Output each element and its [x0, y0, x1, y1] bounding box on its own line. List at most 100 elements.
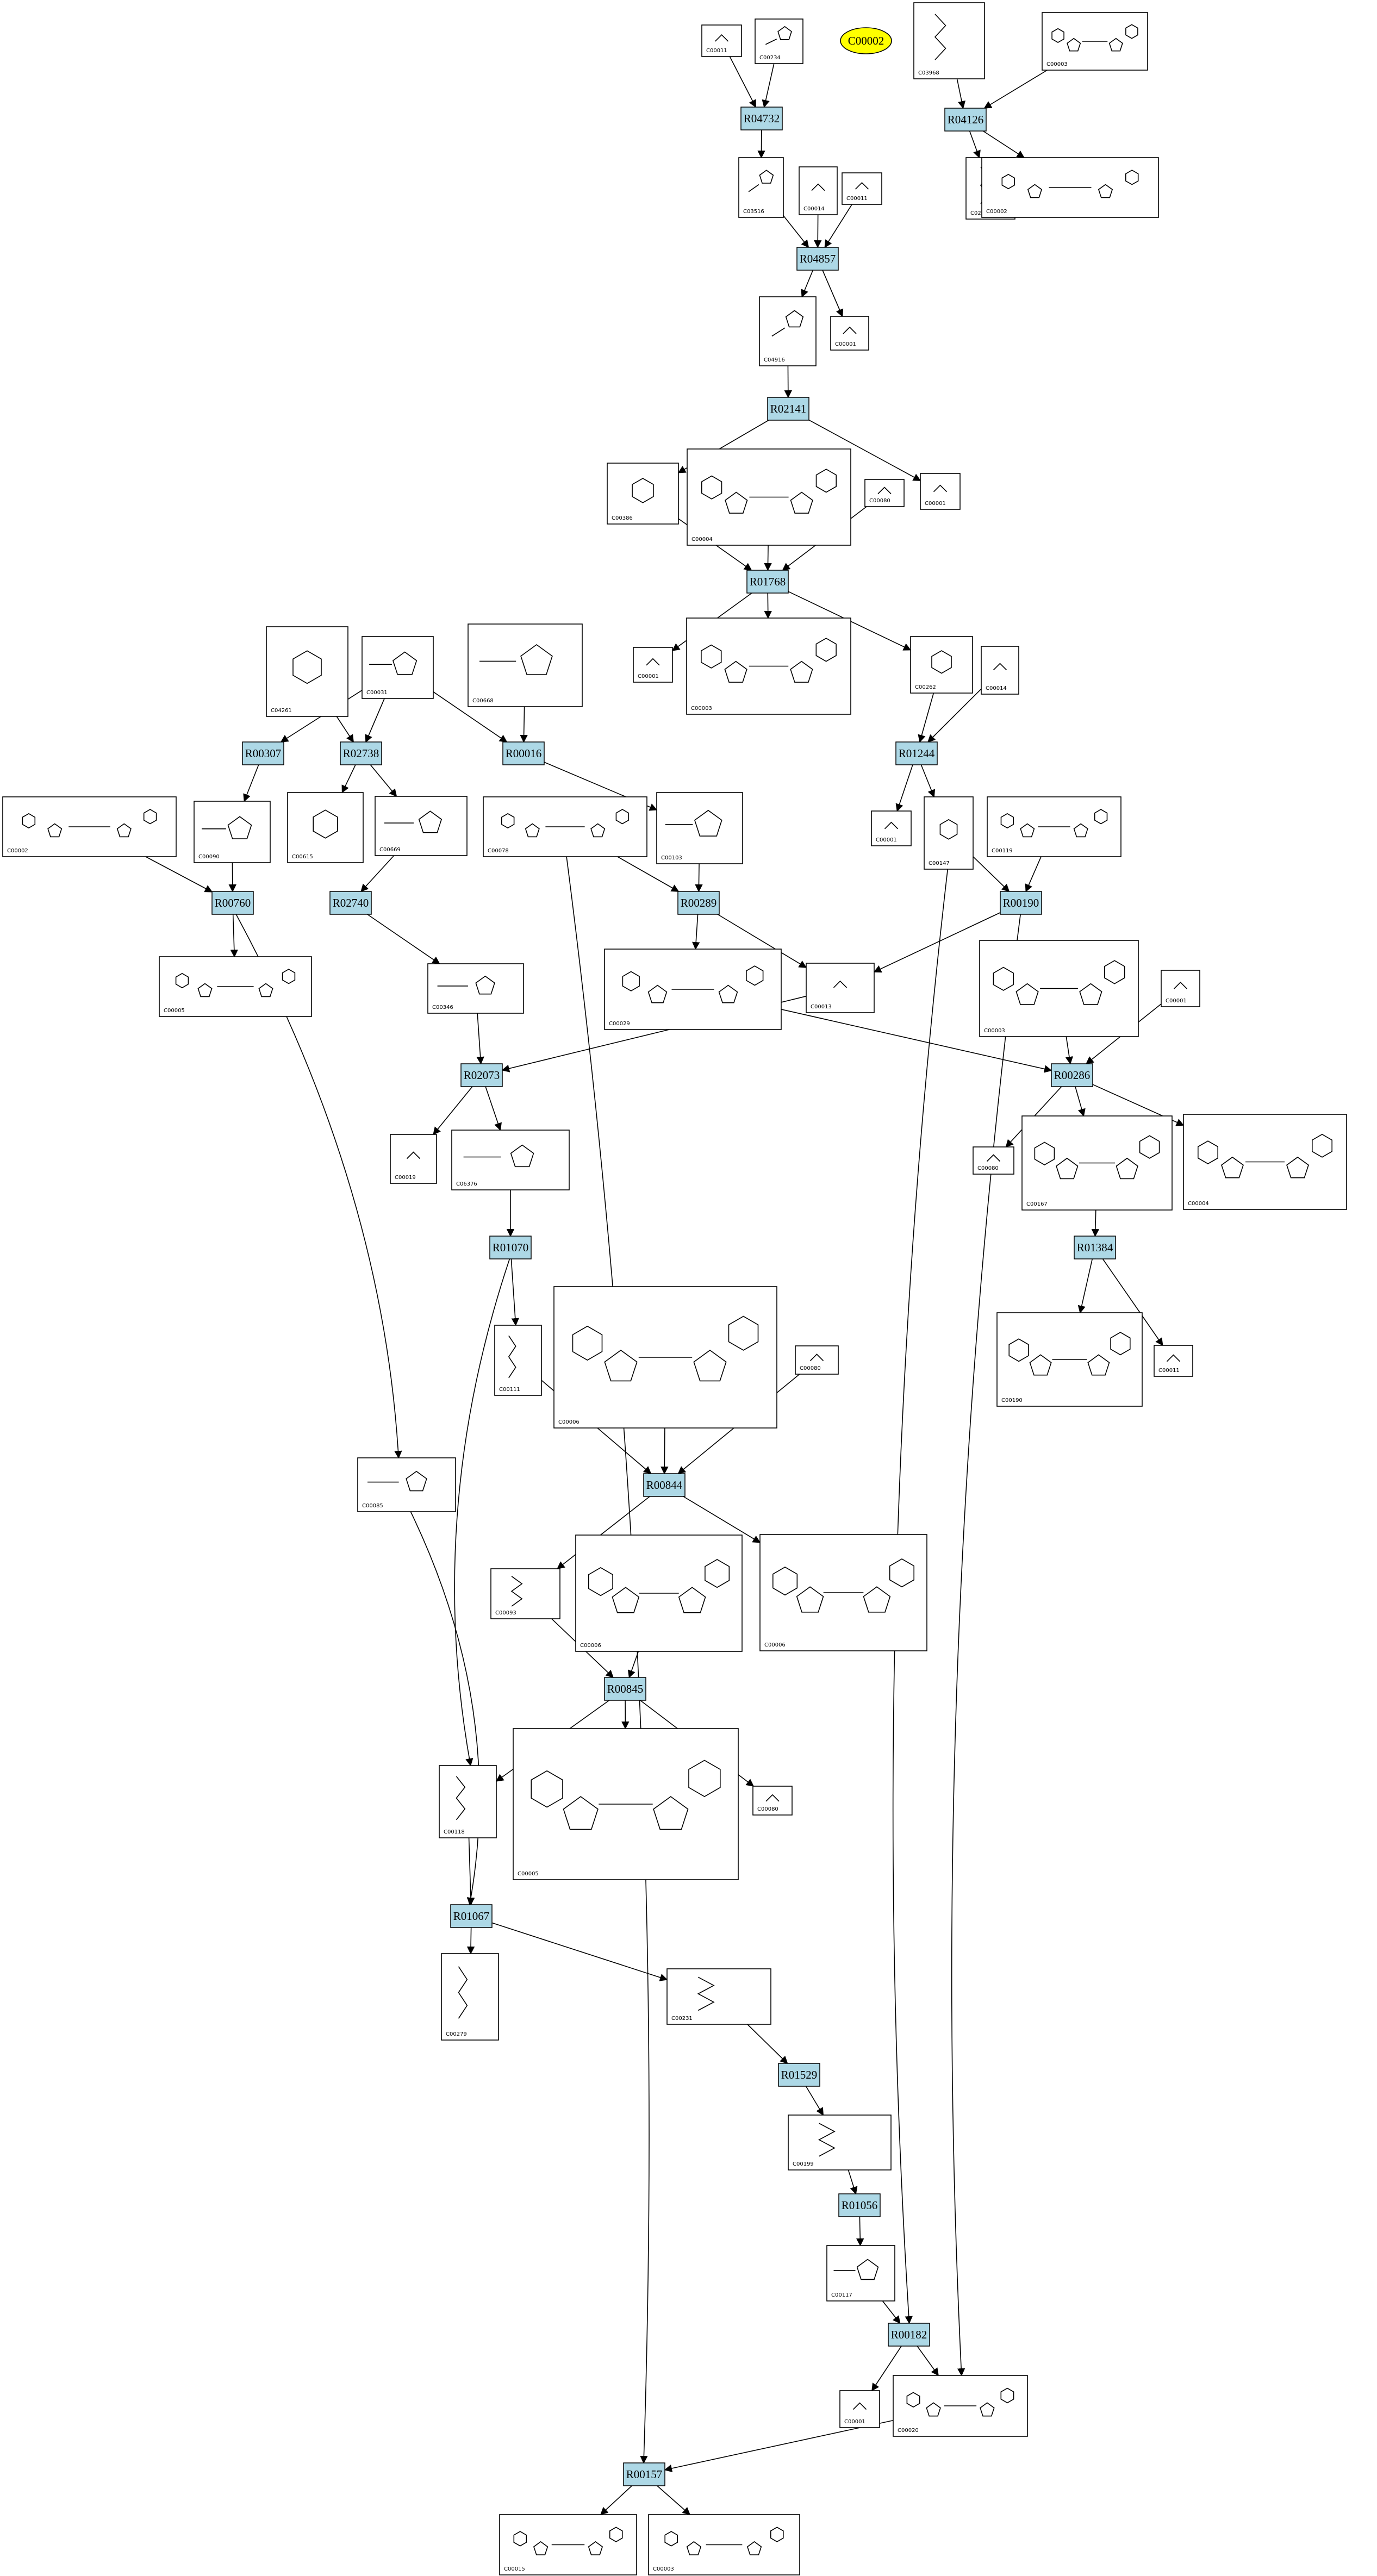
reaction-node[interactable]: R00016: [502, 741, 545, 765]
compound-node[interactable]: C00668: [468, 623, 583, 707]
compound-node[interactable]: C00231: [666, 1968, 771, 2025]
compound-node[interactable]: C00005: [159, 956, 312, 1017]
compound-node[interactable]: C00001: [1161, 970, 1200, 1007]
reaction-node[interactable]: R00190: [1000, 891, 1042, 915]
compound-node[interactable]: C00014: [799, 166, 838, 215]
compound-node[interactable]: C00006: [575, 1535, 743, 1652]
compound-node[interactable]: C00020: [893, 2375, 1028, 2437]
compound-node[interactable]: C00262: [910, 636, 973, 694]
reaction-node[interactable]: R02738: [340, 741, 382, 765]
compound-node[interactable]: C00078: [483, 796, 647, 857]
compound-node[interactable]: C00117: [826, 2245, 895, 2301]
compound-box: [468, 623, 583, 707]
reaction-node[interactable]: R01070: [489, 1236, 532, 1259]
compound-node[interactable]: C00085: [357, 1457, 456, 1512]
compound-node[interactable]: C00118: [439, 1765, 497, 1838]
structure-drawing: [1034, 1135, 1160, 1180]
structure-drawing: [843, 326, 857, 334]
structure-drawing: [22, 809, 157, 838]
compound-node[interactable]: C00001: [920, 473, 961, 510]
reaction-node[interactable]: R01384: [1074, 1236, 1116, 1259]
compound-node[interactable]: C00147: [924, 796, 974, 870]
compound-node[interactable]: C00093: [490, 1568, 560, 1619]
reaction-node[interactable]: R01067: [450, 1904, 493, 1928]
compound-node[interactable]: C00103: [656, 792, 743, 864]
compound-node[interactable]: C00346: [427, 963, 524, 1014]
reaction-node[interactable]: R00289: [677, 891, 720, 915]
compound-node[interactable]: C00080: [864, 479, 905, 507]
compound-node[interactable]: C00386: [607, 463, 679, 525]
compound-node[interactable]: C00004: [1183, 1114, 1347, 1210]
compound-node[interactable]: C00006: [759, 1534, 927, 1651]
reaction-node[interactable]: R00157: [623, 2462, 665, 2486]
compound-node[interactable]: C00279: [441, 1953, 499, 2041]
reaction-node[interactable]: R01529: [778, 2063, 820, 2087]
reaction-label: R02738: [343, 747, 379, 760]
compound-node[interactable]: C00669: [375, 796, 468, 856]
compound-node[interactable]: C00234: [755, 18, 803, 64]
compound-node[interactable]: C00003: [648, 2514, 800, 2575]
compound-box: [799, 166, 838, 215]
compound-node[interactable]: C03968: [913, 2, 985, 79]
compound-node[interactable]: C00001: [871, 810, 912, 846]
reaction-box: [502, 741, 545, 765]
compound-node[interactable]: C00190: [996, 1312, 1143, 1407]
compound-node[interactable]: C00003: [686, 618, 851, 715]
compound-node[interactable]: C00004: [687, 448, 851, 546]
compound-node[interactable]: C04261: [266, 626, 348, 717]
structure-drawing: [1166, 1354, 1181, 1362]
compound-node[interactable]: C00167: [1021, 1115, 1173, 1211]
compound-node[interactable]: C00111: [494, 1325, 542, 1396]
reaction-node[interactable]: R00286: [1051, 1063, 1093, 1087]
compound-node[interactable]: C00013: [806, 963, 875, 1013]
compound-node[interactable]: C00011: [1154, 1345, 1193, 1377]
compound-node[interactable]: C00002: [981, 157, 1159, 218]
reaction-node[interactable]: R00307: [242, 741, 284, 765]
compound-node[interactable]: C00003: [1042, 12, 1148, 71]
compound-node[interactable]: C00199: [788, 2115, 892, 2170]
reaction-node[interactable]: R01244: [895, 741, 938, 765]
compound-label: C00103: [661, 855, 682, 861]
compound-node[interactable]: C00001: [633, 647, 673, 683]
highlight-node[interactable]: C00002: [840, 27, 892, 54]
compound-node[interactable]: C00002: [2, 796, 177, 857]
compound-node[interactable]: C00080: [795, 1345, 839, 1375]
compound-node[interactable]: C00015: [499, 2514, 637, 2575]
reaction-node[interactable]: R01056: [838, 2193, 881, 2217]
compound-node[interactable]: C00080: [973, 1146, 1014, 1175]
reaction-node[interactable]: R01768: [746, 570, 789, 594]
edge-R02141-C00001b: [808, 419, 921, 481]
compound-node[interactable]: C00090: [194, 801, 271, 863]
structure-drawing: [406, 1151, 421, 1159]
compound-node[interactable]: C00031: [362, 636, 434, 699]
compound-node[interactable]: C06376: [451, 1130, 570, 1190]
reaction-node[interactable]: R02740: [329, 891, 372, 915]
reaction-node[interactable]: R04126: [944, 108, 987, 132]
reaction-node[interactable]: R00760: [211, 891, 254, 915]
compound-node[interactable]: C00011: [701, 24, 742, 57]
reaction-node[interactable]: R00182: [888, 2323, 930, 2347]
compound-node[interactable]: C00001: [839, 2390, 880, 2428]
compound-node[interactable]: C00006: [553, 1286, 777, 1429]
compound-label: C00279: [446, 2031, 467, 2037]
compound-node[interactable]: C03516: [738, 157, 784, 218]
reaction-node[interactable]: R00845: [604, 1677, 646, 1701]
compound-node[interactable]: C00001: [830, 316, 869, 351]
compound-node[interactable]: C00119: [987, 796, 1121, 857]
reaction-node[interactable]: R04857: [796, 247, 839, 271]
compound-node[interactable]: C00011: [842, 172, 882, 205]
reaction-node[interactable]: R02141: [767, 397, 809, 421]
structure-drawing: [456, 1776, 466, 1820]
compound-node[interactable]: C00014: [981, 646, 1019, 695]
compound-node[interactable]: C04916: [759, 296, 817, 366]
compound-node[interactable]: C00080: [752, 1786, 793, 1816]
compound-node[interactable]: C00005: [513, 1728, 739, 1880]
compound-node[interactable]: C00003: [979, 940, 1139, 1037]
compound-node[interactable]: C00019: [390, 1134, 437, 1184]
reaction-node[interactable]: R02073: [460, 1063, 503, 1087]
reaction-node[interactable]: R00844: [643, 1473, 686, 1497]
reaction-node[interactable]: R04732: [740, 107, 783, 130]
compound-node[interactable]: C00029: [604, 949, 782, 1030]
reaction-label: R00760: [215, 896, 251, 909]
compound-node[interactable]: C00615: [287, 792, 364, 863]
